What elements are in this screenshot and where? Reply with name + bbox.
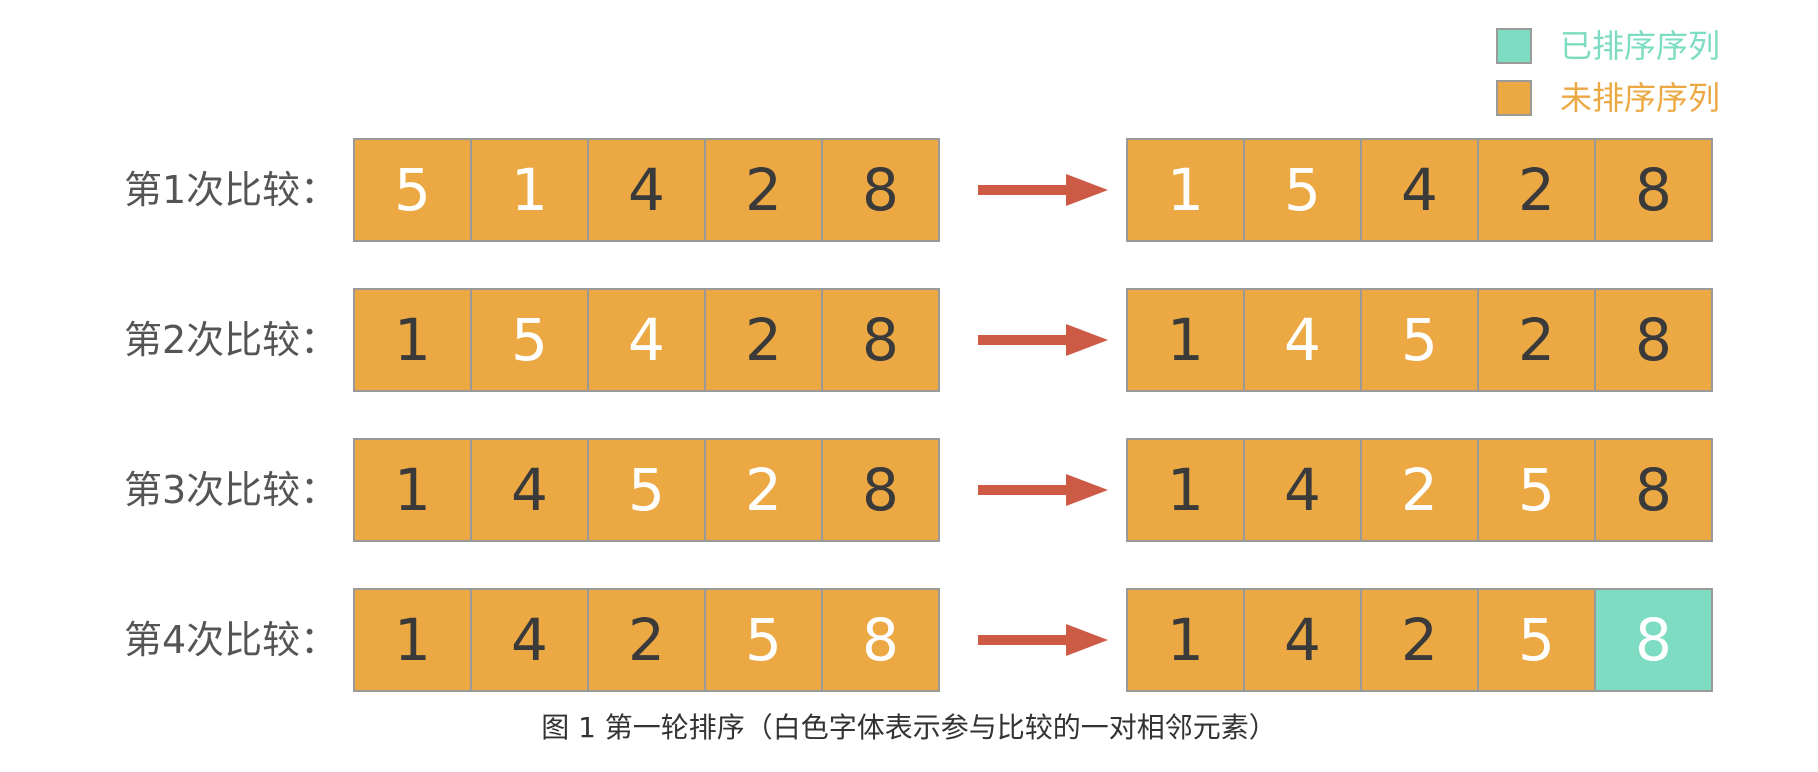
sequence-cell: 4 [589, 140, 704, 240]
sequence-cell: 5 [706, 590, 821, 690]
sequence-cell: 1 [355, 290, 470, 390]
sequence-cell: 5 [589, 440, 704, 540]
sequence-cell: 2 [1479, 140, 1594, 240]
sequence-cell: 2 [706, 140, 821, 240]
sequence-cell: 2 [706, 440, 821, 540]
legend-item-sorted: 已排序序列 [1496, 28, 1720, 64]
sequence-cell: 5 [472, 290, 587, 390]
legend-label-sorted: 已排序序列 [1560, 27, 1721, 65]
sequence-cell: 4 [1245, 440, 1360, 540]
sequence-cell: 8 [1596, 290, 1711, 390]
row-label: 第3次比较： [124, 468, 339, 512]
sequence-cell: 8 [823, 590, 938, 690]
sequence-cell: 1 [355, 440, 470, 540]
row-label: 第2次比较： [124, 318, 339, 362]
sequence-cell: 8 [823, 440, 938, 540]
sequence-cell: 8 [1596, 140, 1711, 240]
sequence-cell: 2 [1479, 290, 1594, 390]
sequence-cell: 1 [1128, 440, 1243, 540]
sequence-cell: 8 [1596, 590, 1711, 690]
row-label: 第1次比较： [124, 168, 339, 212]
figure-caption: 图 1 第一轮排序（白色字体表示参与比较的一对相邻元素） [541, 711, 1277, 744]
right-arrow-icon [978, 174, 1108, 206]
right-arrow-icon [978, 474, 1108, 506]
sequence-cell: 1 [1128, 290, 1243, 390]
sequence-cell: 8 [1596, 440, 1711, 540]
sequence-cell: 1 [472, 140, 587, 240]
sequence-cell: 1 [1128, 590, 1243, 690]
sequence-cell: 1 [1128, 140, 1243, 240]
sequence-cell: 1 [355, 590, 470, 690]
sequence-cell: 2 [1362, 440, 1477, 540]
legend-swatch-unsorted [1496, 80, 1532, 116]
sequence-cell: 2 [1362, 590, 1477, 690]
sequence-cell: 2 [706, 290, 821, 390]
sequence-cell: 5 [355, 140, 470, 240]
sequence-cell: 8 [823, 140, 938, 240]
legend-item-unsorted: 未排序序列 [1496, 80, 1720, 116]
sequence-cell: 4 [1362, 140, 1477, 240]
legend-swatch-sorted [1496, 28, 1532, 64]
sequence-cell: 4 [1245, 290, 1360, 390]
sequence-cell: 2 [589, 590, 704, 690]
sequence-cell: 4 [472, 590, 587, 690]
sequence-cell: 5 [1362, 290, 1477, 390]
sequence-cell: 4 [1245, 590, 1360, 690]
sequence-cell: 5 [1479, 440, 1594, 540]
sequence-cell: 4 [472, 440, 587, 540]
sequence-cell: 5 [1479, 590, 1594, 690]
right-arrow-icon [978, 624, 1108, 656]
sequence-cell: 4 [589, 290, 704, 390]
row-label: 第4次比较： [124, 618, 339, 662]
sequence-cell: 8 [823, 290, 938, 390]
legend-label-unsorted: 未排序序列 [1560, 79, 1721, 117]
sequence-cell: 5 [1245, 140, 1360, 240]
right-arrow-icon [978, 324, 1108, 356]
